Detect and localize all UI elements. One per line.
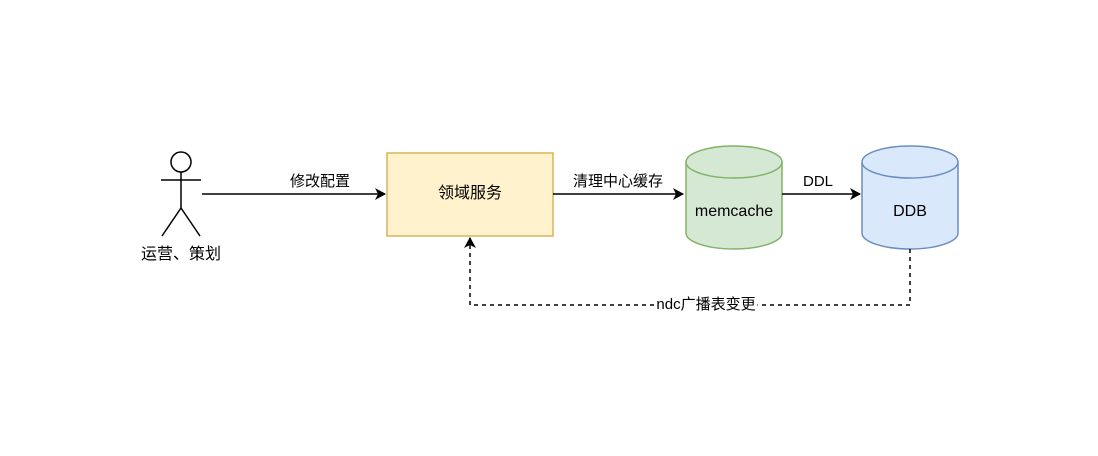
edge-ndc-broadcast[interactable] <box>464 237 911 306</box>
domain-service-node[interactable] <box>386 152 554 237</box>
edge-label-ndc-broadcast: ndc广播表变更 <box>654 296 758 314</box>
actor-label: 运营、策划 <box>140 246 222 264</box>
edge-label-ddl: DDL <box>802 173 834 191</box>
memcache-node[interactable] <box>685 145 783 250</box>
ddb-node[interactable] <box>861 145 959 250</box>
edge-label-modify-config: 修改配置 <box>289 173 351 191</box>
actor-icon[interactable] <box>161 151 201 237</box>
edge-label-clear-cache: 清理中心缓存 <box>572 173 664 191</box>
memcache-label: memcache <box>694 203 774 220</box>
domain-service-label: 领域服务 <box>437 185 503 202</box>
ddb-label: DDB <box>893 203 927 220</box>
